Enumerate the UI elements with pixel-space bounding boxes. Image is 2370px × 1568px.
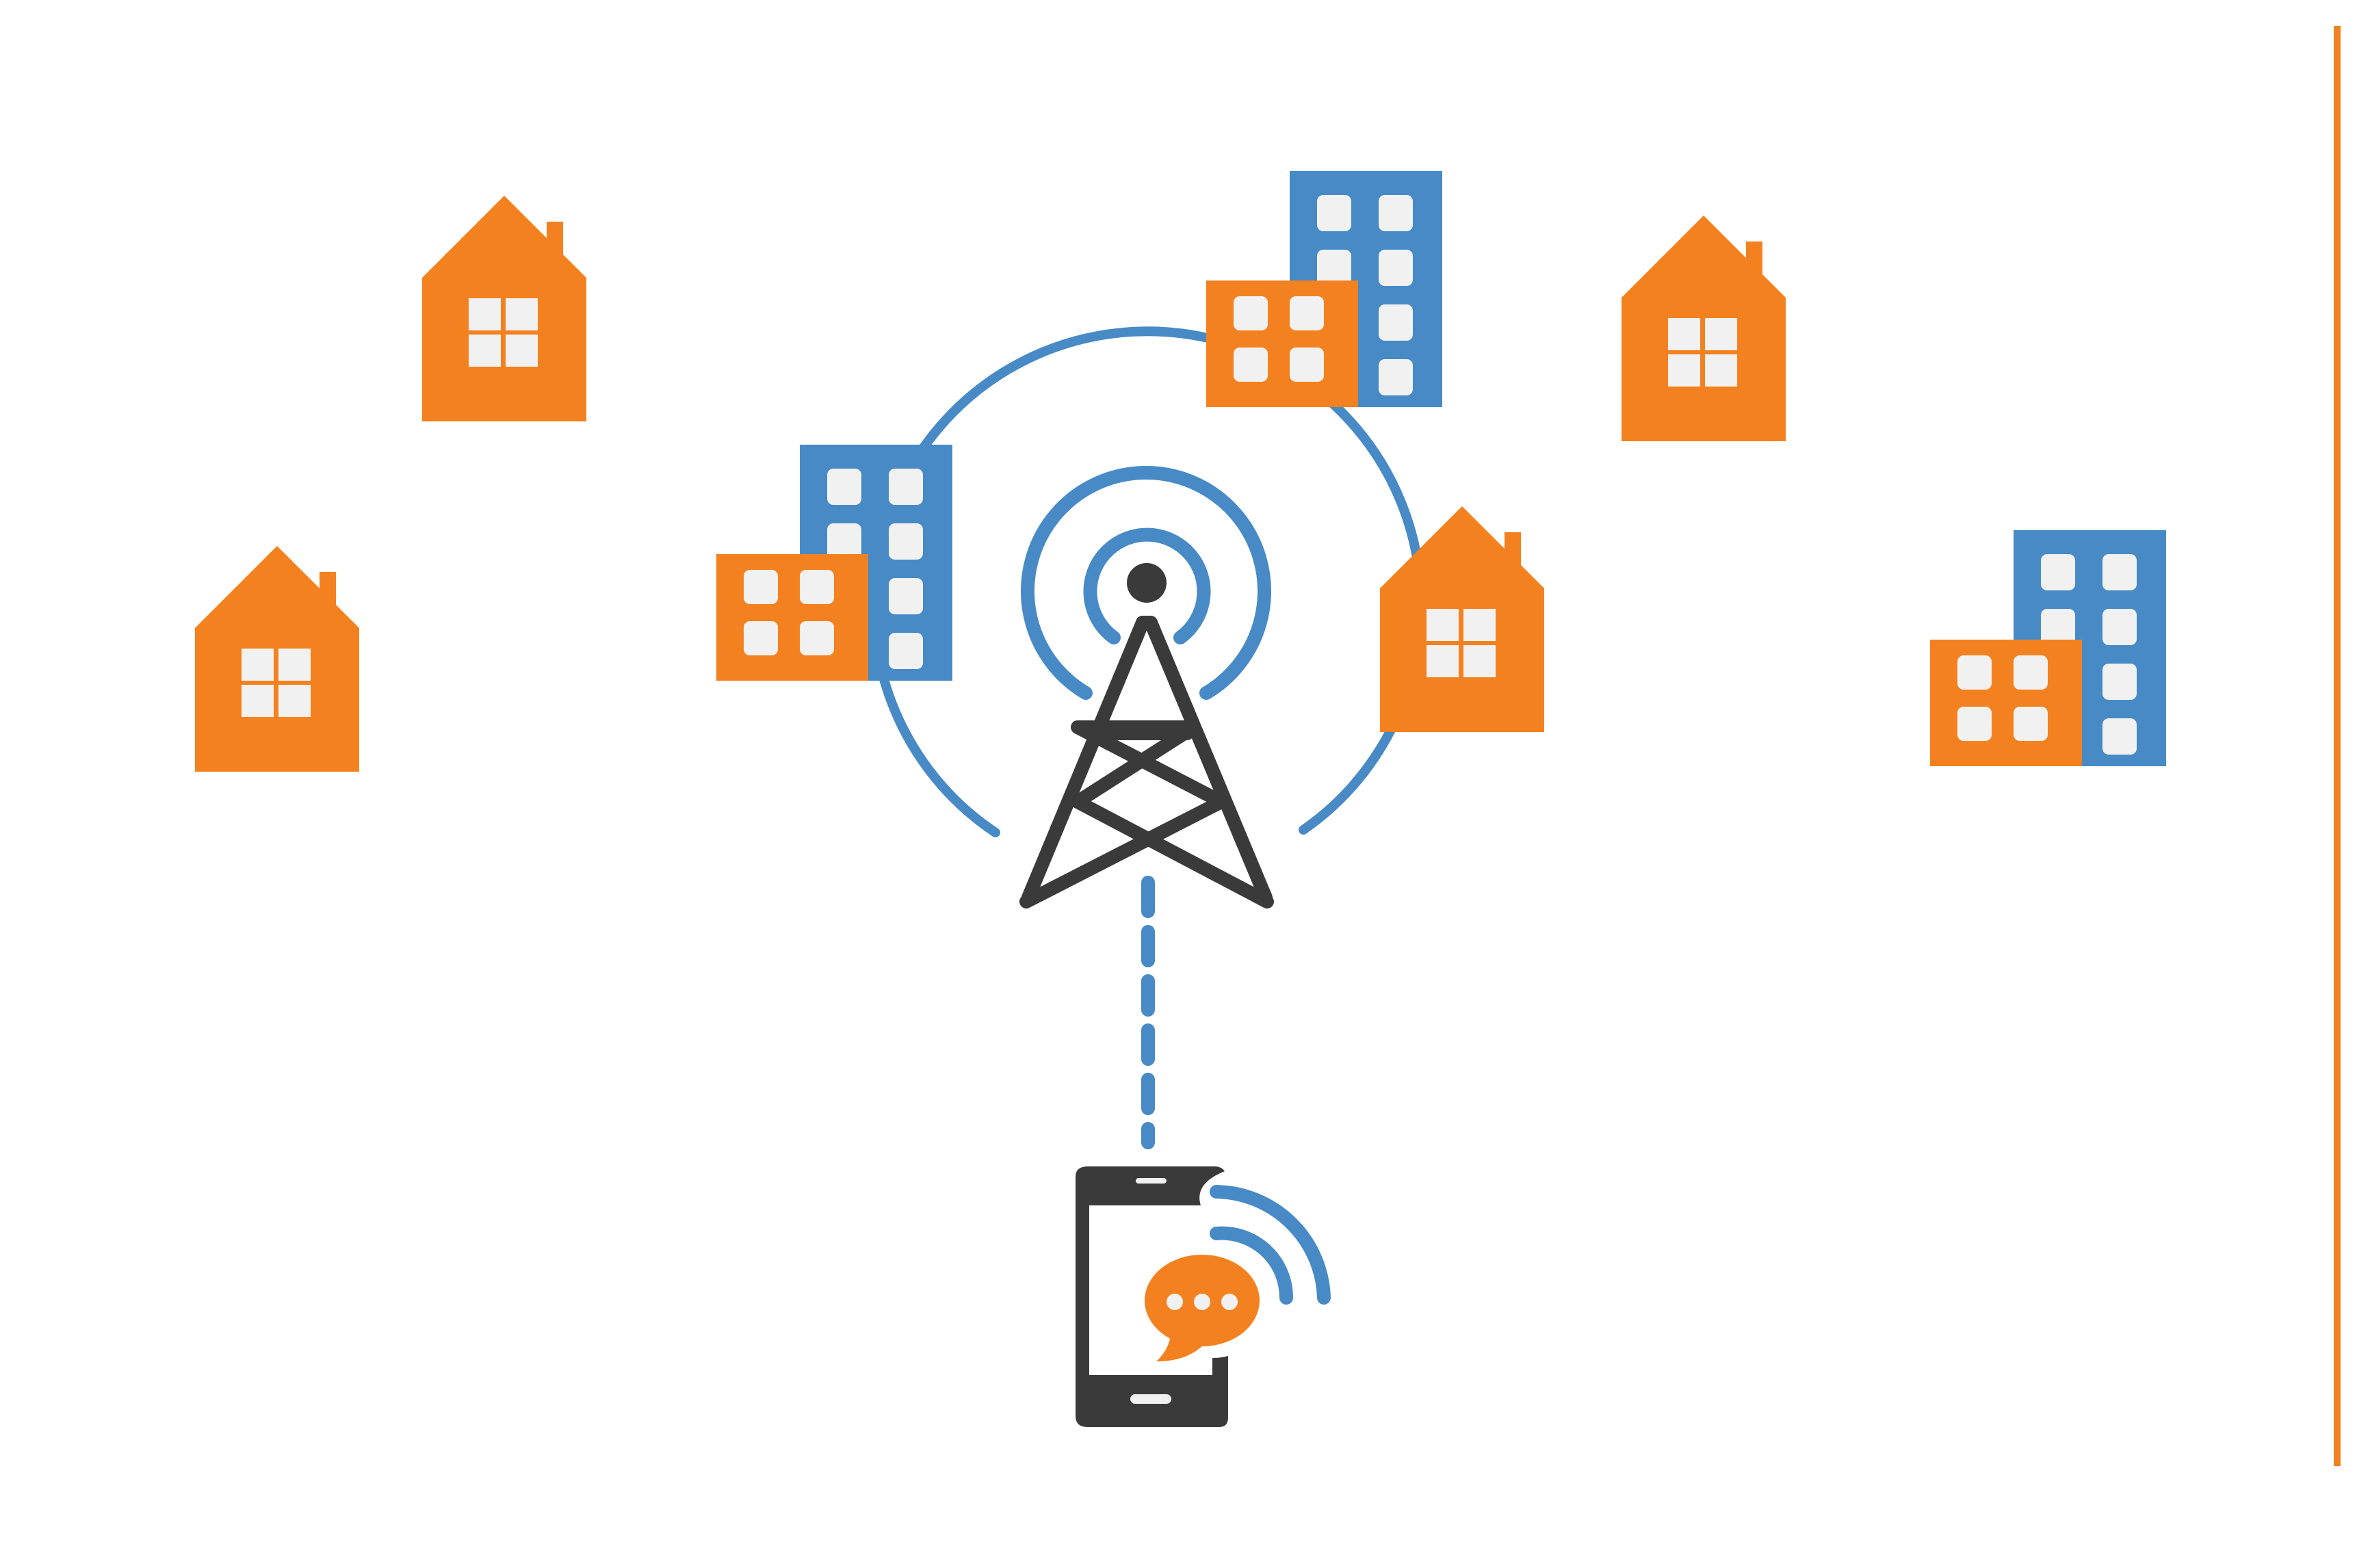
house-icon (422, 196, 586, 421)
chat-bubble-icon (1145, 1255, 1260, 1361)
wireless-signal-icon (1210, 1185, 1331, 1305)
house-icon (1622, 215, 1786, 441)
office-buildings-icon (1206, 171, 1442, 407)
house-icon (195, 546, 359, 772)
orange-divider-line (2334, 26, 2341, 1466)
office-buildings-icon (716, 445, 952, 681)
signal-source-dot (1127, 563, 1167, 603)
smartphone-icon (1076, 1166, 1228, 1427)
broadcast-signal-icon (1021, 466, 1271, 700)
house-icon (1380, 506, 1544, 732)
cell-tower-icon (1019, 616, 1274, 909)
office-buildings-icon (1930, 530, 2166, 766)
